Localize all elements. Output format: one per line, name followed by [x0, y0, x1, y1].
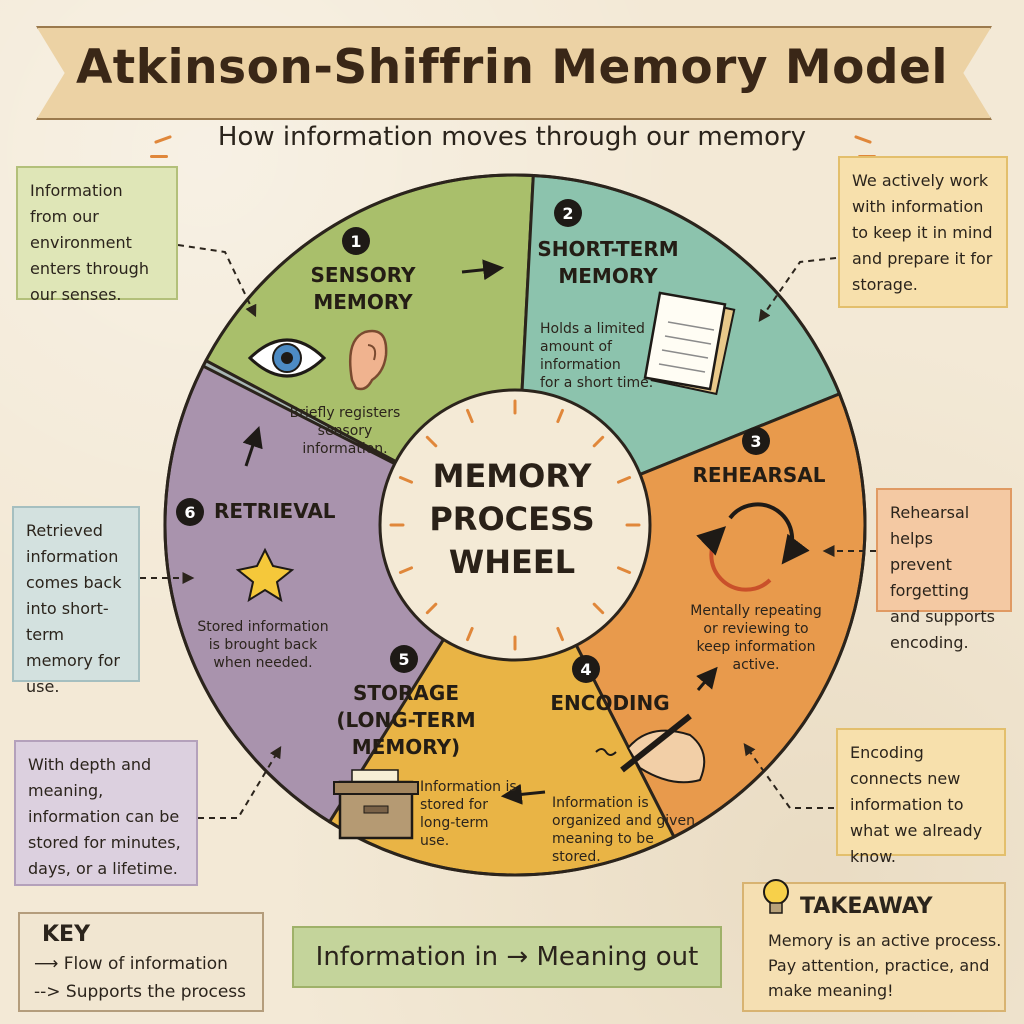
flow-arrow-retrieval-to-sensory — [242, 426, 263, 467]
note-sensory: Information from our environment enters … — [16, 166, 178, 304]
hub-ray — [592, 435, 605, 448]
hub-ray — [425, 602, 438, 615]
hub-ray — [425, 435, 438, 448]
hub-ray — [398, 476, 414, 484]
solid-arrow-icon: ⟶ — [34, 954, 59, 974]
rehearsal-title: REHEARSAL — [692, 463, 826, 487]
step-number-6: 6 — [176, 498, 204, 526]
flow-arrow-rehearsal-to-encoding — [696, 666, 718, 691]
page-title: Atkinson-Shiffrin Memory Model — [75, 40, 949, 95]
lightbulb-icon — [763, 879, 789, 914]
note-retrieval: Retrieved information comes back into sh… — [12, 506, 140, 696]
step-number-1: 1 — [342, 227, 370, 255]
title-banner — [36, 26, 992, 120]
retrieval-title: RETRIEVAL — [214, 499, 336, 523]
dashed-arrow-icon: --> — [34, 982, 61, 1002]
note-rehearsal: Rehearsal helps prevent forgetting and s… — [876, 488, 1012, 652]
note-storage: With depth and meaning, information can … — [14, 740, 198, 886]
legend-solid-row: ⟶ Flow of information — [34, 954, 228, 974]
step-number-2: 2 — [554, 199, 582, 227]
eye-icon — [247, 338, 327, 378]
legend-title: KEY — [42, 922, 91, 947]
hub-ray — [398, 566, 414, 574]
motto-banner: Information in → Meaning out — [292, 926, 722, 988]
step-number-3: 3 — [742, 427, 770, 455]
step-number-4: 4 — [572, 655, 600, 683]
note-short-term: We actively work with information to kee… — [838, 156, 1008, 308]
notepad-icon — [643, 291, 736, 396]
support-arrow-storage — [198, 745, 282, 819]
takeaway-title: TAKEAWAY — [800, 894, 933, 919]
legend-key: KEY ⟶ Flow of information --> Supports t… — [18, 912, 264, 1012]
center-hub — [378, 388, 652, 662]
legend-dashed-row: --> Supports the process — [34, 982, 247, 1002]
writing-hand-icon — [595, 713, 706, 784]
hub-ray — [616, 476, 632, 484]
hub-ray — [466, 408, 474, 424]
hub-ray — [556, 408, 564, 424]
encoding-title: ENCODING — [550, 691, 670, 715]
subtitle-accent — [150, 155, 168, 158]
takeaway-text: Memory is an active process. Pay attenti… — [768, 931, 1002, 1000]
note-encoding: Encoding connects new information to wha… — [836, 728, 1006, 866]
flow-arrow-sensory-to-shortterm — [461, 259, 505, 281]
hub-ray — [556, 626, 564, 642]
cycle-icon — [696, 502, 810, 592]
support-arrow-short-term — [758, 257, 837, 322]
hub-ray — [592, 602, 605, 615]
takeaway-box: TAKEAWAY Memory is an active process. Pa… — [742, 879, 1006, 1012]
file-box-icon — [333, 769, 419, 840]
flow-arrow-encoding-to-storage — [500, 783, 546, 805]
star-burst-icon — [235, 547, 295, 603]
page-subtitle: How information moves through our memory — [217, 122, 807, 152]
support-arrow-encoding — [743, 743, 834, 809]
hub-ray — [616, 566, 632, 574]
ear-icon — [348, 329, 388, 391]
support-arrow-sensory — [177, 244, 257, 318]
wheel-outline — [163, 173, 867, 877]
step-number-5: 5 — [390, 645, 418, 673]
hub-ray — [466, 626, 474, 642]
